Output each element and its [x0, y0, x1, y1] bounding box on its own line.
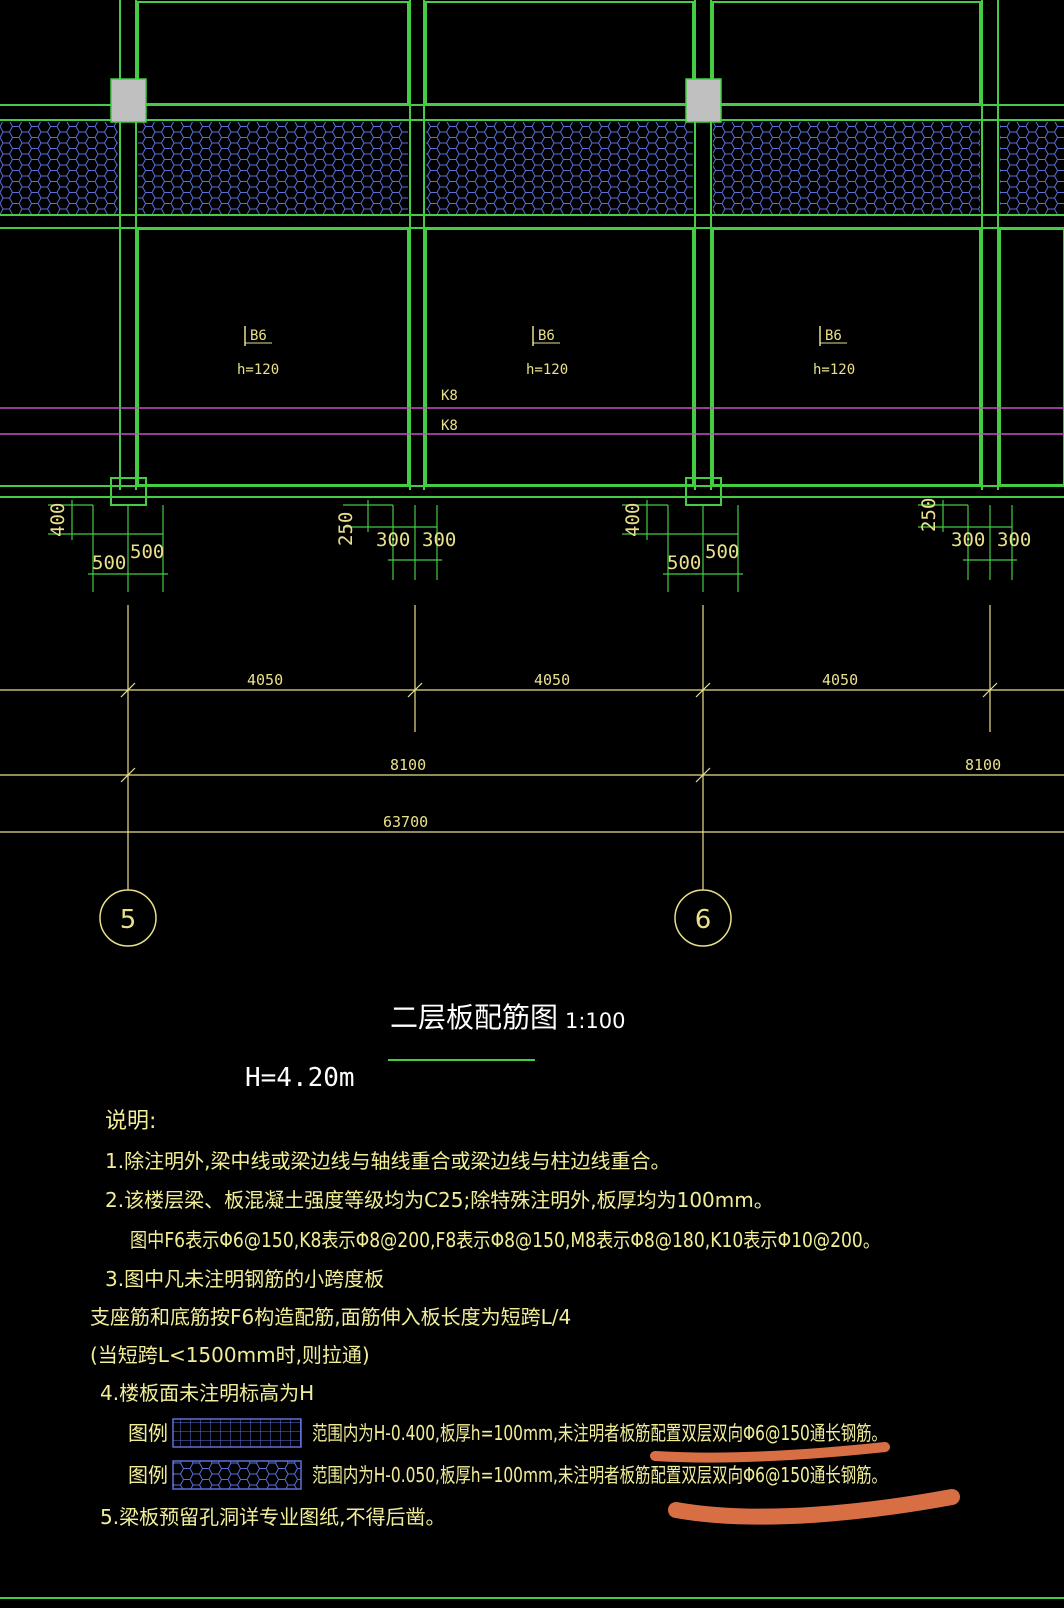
column-top-5	[110, 78, 147, 123]
local-dimensions	[48, 500, 1017, 592]
drawing-scale: 1:100	[565, 1009, 626, 1033]
slab-mark-1: B6 h=120	[237, 326, 279, 378]
rebar-label: K8	[441, 388, 458, 404]
note-3: 3.图中凡未注明钢筋的小跨度板	[105, 1267, 384, 1291]
legend-label: 图例	[128, 1421, 168, 1445]
slab-panels	[137, 1, 1064, 486]
dim-beam-offset: 250	[918, 498, 940, 532]
legend-1-text: 范围内为H-0.400,板厚h=100mm,未注明者板筋配置双层双向Φ6@150…	[312, 1421, 887, 1445]
slab-thickness: h=120	[237, 362, 279, 378]
axis-bubble-6: 6	[674, 889, 732, 947]
axis-bubble-5: 5	[99, 889, 157, 947]
dim-col-offset: 400	[622, 503, 644, 537]
highlight-stroke-2	[668, 1489, 960, 1525]
axis-number: 5	[120, 905, 137, 935]
hatched-slab-zone	[0, 122, 1064, 214]
beam-grid	[0, 0, 1064, 498]
dim-span-half: 4050	[534, 671, 570, 689]
dim-beam-half: 300	[376, 529, 410, 551]
legend-label: 图例	[128, 1463, 168, 1487]
legend-2-text: 范围内为H-0.050,板厚h=100mm,未注明者板筋配置双层双向Φ6@150…	[312, 1463, 887, 1487]
dim-col-offset: 400	[47, 503, 69, 537]
column-top-6	[685, 78, 722, 123]
column-bottom-5	[110, 477, 147, 506]
note-2b: 图中F6表示Φ6@150,K8表示Φ8@200,F8表示Φ8@150,M8表示Φ…	[130, 1228, 880, 1252]
slab-mark-3: B6 h=120	[813, 326, 855, 378]
dim-span-bay: 8100	[390, 756, 426, 774]
dim-col-half: 500	[705, 541, 739, 563]
legend-grid-swatch	[172, 1418, 302, 1448]
legend-hex-swatch	[172, 1460, 302, 1490]
drawing-title: 二层板配筋图	[390, 1001, 558, 1034]
slab-mark-2: B6 h=120	[526, 326, 568, 378]
dim-overall: 63700	[383, 813, 428, 831]
slab-code: B6	[825, 328, 842, 344]
note-2: 2.该楼层梁、板混凝土强度等级均为C25;除特殊注明外,板厚均为100mm。	[105, 1188, 774, 1212]
slab-thickness: h=120	[813, 362, 855, 378]
dim-span-half: 4050	[822, 671, 858, 689]
columns	[110, 78, 722, 506]
highlight-stroke-1	[650, 1442, 890, 1463]
dim-beam-half: 300	[951, 529, 985, 551]
rebar-label: K8	[441, 418, 458, 434]
note-3c: (当短跨L<1500mm时,则拉通)	[90, 1343, 370, 1367]
notes-heading: 说明:	[105, 1109, 156, 1134]
notes: 说明: 1.除注明外,梁中线或梁边线与轴线重合或梁边线与柱边线重合。 2.该楼层…	[90, 1109, 887, 1529]
dim-col-half: 500	[667, 552, 701, 574]
note-3b: 支座筋和底筋按F6构造配筋,面筋伸入板长度为短跨L/4	[90, 1305, 571, 1329]
note-1: 1.除注明外,梁中线或梁边线与轴线重合或梁边线与柱边线重合。	[105, 1149, 670, 1173]
dim-col-half: 500	[92, 552, 126, 574]
column-bottom-6	[685, 477, 722, 506]
slab-code: B6	[538, 328, 555, 344]
dim-beam-offset: 250	[335, 512, 357, 546]
note-5: 5.梁板预留孔洞详专业图纸,不得后凿。	[100, 1505, 445, 1529]
dim-span-bay: 8100	[965, 756, 1001, 774]
dim-beam-half: 300	[422, 529, 456, 551]
dim-col-half: 500	[130, 541, 164, 563]
note-4: 4.楼板面未注明标高为H	[100, 1381, 314, 1405]
axis-lines	[0, 605, 1064, 890]
slab-code: B6	[250, 328, 267, 344]
dim-span-half: 4050	[247, 671, 283, 689]
slab-thickness: h=120	[526, 362, 568, 378]
axis-number: 6	[695, 905, 712, 935]
floor-elevation: H=4.20m	[245, 1063, 355, 1093]
dim-beam-half: 300	[997, 529, 1031, 551]
